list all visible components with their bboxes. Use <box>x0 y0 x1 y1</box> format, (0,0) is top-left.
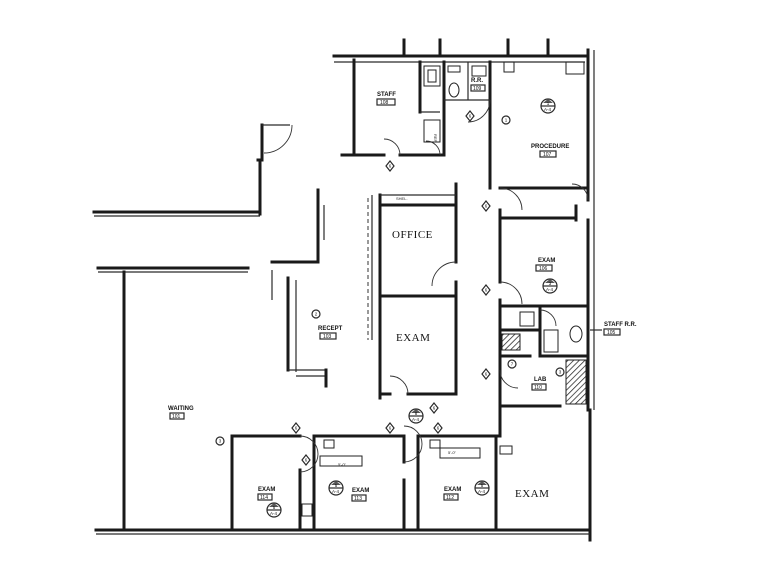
svg-text:3: 3 <box>549 281 552 286</box>
svg-text:6: 6 <box>295 426 298 431</box>
svg-text:A-4: A-4 <box>412 417 420 422</box>
fixtures <box>301 61 587 517</box>
section-markers: 1A-4 3A-4 8A-4 5A-4 5A-4 5A-4 <box>266 98 558 518</box>
svg-text:A-4: A-4 <box>546 287 554 292</box>
room-office-label: OFFICE <box>392 229 433 241</box>
room-recept-number: 103 <box>323 334 332 340</box>
room-waiting-label: WAITING <box>168 406 194 412</box>
room-staff-label: STAFF <box>377 92 396 98</box>
room-exam-112-number: 112 <box>446 495 454 501</box>
room-exam-center-label: EXAM <box>396 332 430 344</box>
svg-text:2: 2 <box>315 312 318 317</box>
room-exam-right-label: EXAM <box>515 488 549 500</box>
room-exam-113-label: EXAM <box>352 488 369 494</box>
room-exam-112-label: EXAM <box>444 487 461 493</box>
exterior-walls <box>92 38 595 542</box>
room-waiting-number: 101 <box>172 414 181 420</box>
svg-text:6: 6 <box>389 164 392 169</box>
svg-text:6: 6 <box>469 114 472 119</box>
svg-text:5: 5 <box>481 483 484 488</box>
door-tags: 6 6 1 6 6 7 6 2 6 6 6 6 3 3 6 <box>215 110 565 466</box>
svg-text:3: 3 <box>219 439 222 444</box>
room-procedure-number: 107 <box>543 152 552 158</box>
doors <box>263 99 589 473</box>
svg-text:3: 3 <box>559 370 562 375</box>
room-rr-label: R.R. <box>471 78 483 84</box>
svg-text:A-4: A-4 <box>332 489 340 494</box>
svg-text:6: 6 <box>485 288 488 293</box>
room-lab-label: LAB <box>534 377 547 383</box>
svg-text:5: 5 <box>273 505 276 510</box>
room-staff-rr-label: STAFF R.R. <box>604 322 637 328</box>
svg-text:6: 6 <box>485 204 488 209</box>
svg-text:A-4: A-4 <box>270 511 278 516</box>
room-exam-106-label: EXAM <box>538 258 555 264</box>
room-staff-rr-number: 105 <box>607 330 616 336</box>
svg-text:6: 6 <box>485 372 488 377</box>
dimension-note-2: 5'-0" <box>448 450 457 455</box>
svg-text:1: 1 <box>547 101 550 106</box>
room-rr-number: 109 <box>473 86 482 92</box>
dimension-note: 5'-0" <box>338 462 347 467</box>
room-labels: STAFF 108 R.R. 109 PROCEDURE 107 OFFICE … <box>168 78 637 502</box>
room-staff-number: 108 <box>380 100 389 106</box>
room-exam-113-number: 113 <box>354 496 362 502</box>
svg-text:A-4: A-4 <box>544 107 552 112</box>
room-recept-label: RECEPT <box>318 326 343 332</box>
room-exam-106-number: 106 <box>539 266 548 272</box>
svg-text:8: 8 <box>415 411 418 416</box>
shelf-note: SHEL. <box>396 196 408 201</box>
ref-note: REF <box>433 134 438 143</box>
svg-text:6: 6 <box>437 426 440 431</box>
svg-text:1: 1 <box>505 118 508 123</box>
room-exam-114-label: EXAM <box>258 487 275 493</box>
svg-text:6: 6 <box>305 458 308 463</box>
room-lab-number: 110 <box>534 385 542 391</box>
room-procedure-label: PROCEDURE <box>531 144 569 150</box>
room-exam-114-number: 114 <box>260 495 268 501</box>
svg-text:6: 6 <box>389 426 392 431</box>
plan-notes: SHEL. REF 5'-0" 5'-0" <box>338 134 457 467</box>
interior-walls <box>230 60 590 532</box>
svg-text:6: 6 <box>433 406 436 411</box>
svg-text:7: 7 <box>511 362 514 367</box>
svg-text:5: 5 <box>335 483 338 488</box>
svg-text:A-4: A-4 <box>478 489 486 494</box>
